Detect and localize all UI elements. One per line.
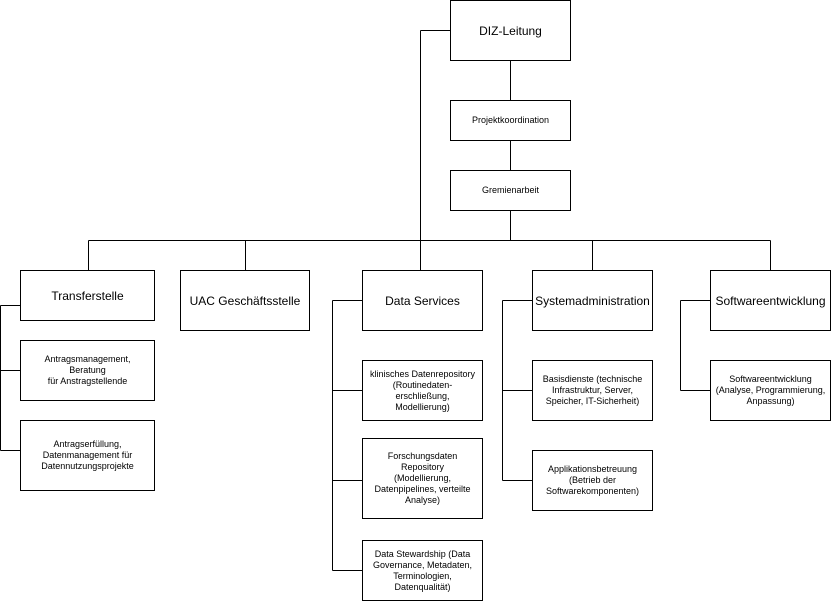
node-antragsmanagement-label: Antragsmanagement, Beratung für Anstrags… [44, 354, 131, 386]
node-softwareentwicklung-detail: Softwareentwicklung (Analyse, Programmie… [710, 360, 831, 421]
node-applikationsbetreuung: Applikationsbetreuung (Betrieb der Softw… [532, 450, 653, 511]
node-applikationsbetreuung-label: Applikationsbetreuung (Betrieb der Softw… [545, 464, 640, 496]
node-projektkoordination-label: Projektkoordination [471, 115, 550, 125]
node-data-stewardship: Data Stewardship (Data Governance, Metad… [362, 540, 483, 601]
node-data-stewardship-label: Data Stewardship (Data Governance, Metad… [372, 548, 473, 592]
node-softwareentwicklung-detail-label: Softwareentwicklung (Analyse, Programmie… [715, 374, 826, 406]
node-transferstelle: Transferstelle [20, 270, 155, 321]
node-forschungsdaten-repository: Forschungsdaten Repository (Modellierung… [362, 438, 483, 519]
node-antragserfuellung: Antragserfüllung, Datenmanagement für Da… [20, 420, 155, 491]
node-diz-leitung-label: DIZ-Leitung [479, 23, 542, 38]
node-antragsmanagement: Antragsmanagement, Beratung für Anstrags… [20, 340, 155, 401]
node-basisdienste: Basisdienste (technische Infrastruktur, … [532, 360, 653, 421]
node-data-services: Data Services [362, 270, 483, 331]
node-systemadministration: Systemadministration [532, 270, 653, 331]
node-uac-geschaeftsstelle: UAC Geschäftsstelle [180, 270, 310, 331]
node-systemadministration-label: Systemadministration [535, 293, 650, 308]
node-klinisches-datenrepository: klinisches Datenrepository (Routinedaten… [362, 360, 483, 421]
node-softwareentwicklung: Softwareentwicklung [710, 270, 831, 331]
node-gremienarbeit: Gremienarbeit [450, 170, 571, 211]
node-transferstelle-label: Transferstelle [51, 288, 124, 303]
node-softwareentwicklung-label: Softwareentwicklung [715, 293, 826, 308]
node-diz-leitung: DIZ-Leitung [450, 0, 571, 61]
node-data-services-label: Data Services [385, 293, 460, 308]
node-klinisches-datenrepository-label: klinisches Datenrepository (Routinedaten… [369, 368, 476, 412]
node-antragserfuellung-label: Antragserfüllung, Datenmanagement für Da… [41, 439, 134, 471]
node-basisdienste-label: Basisdienste (technische Infrastruktur, … [542, 374, 643, 406]
node-uac-label: UAC Geschäftsstelle [189, 293, 301, 308]
node-gremienarbeit-label: Gremienarbeit [481, 185, 540, 195]
node-projektkoordination: Projektkoordination [450, 100, 571, 141]
node-forschungsdaten-repository-label: Forschungsdaten Repository (Modellierung… [374, 451, 471, 505]
